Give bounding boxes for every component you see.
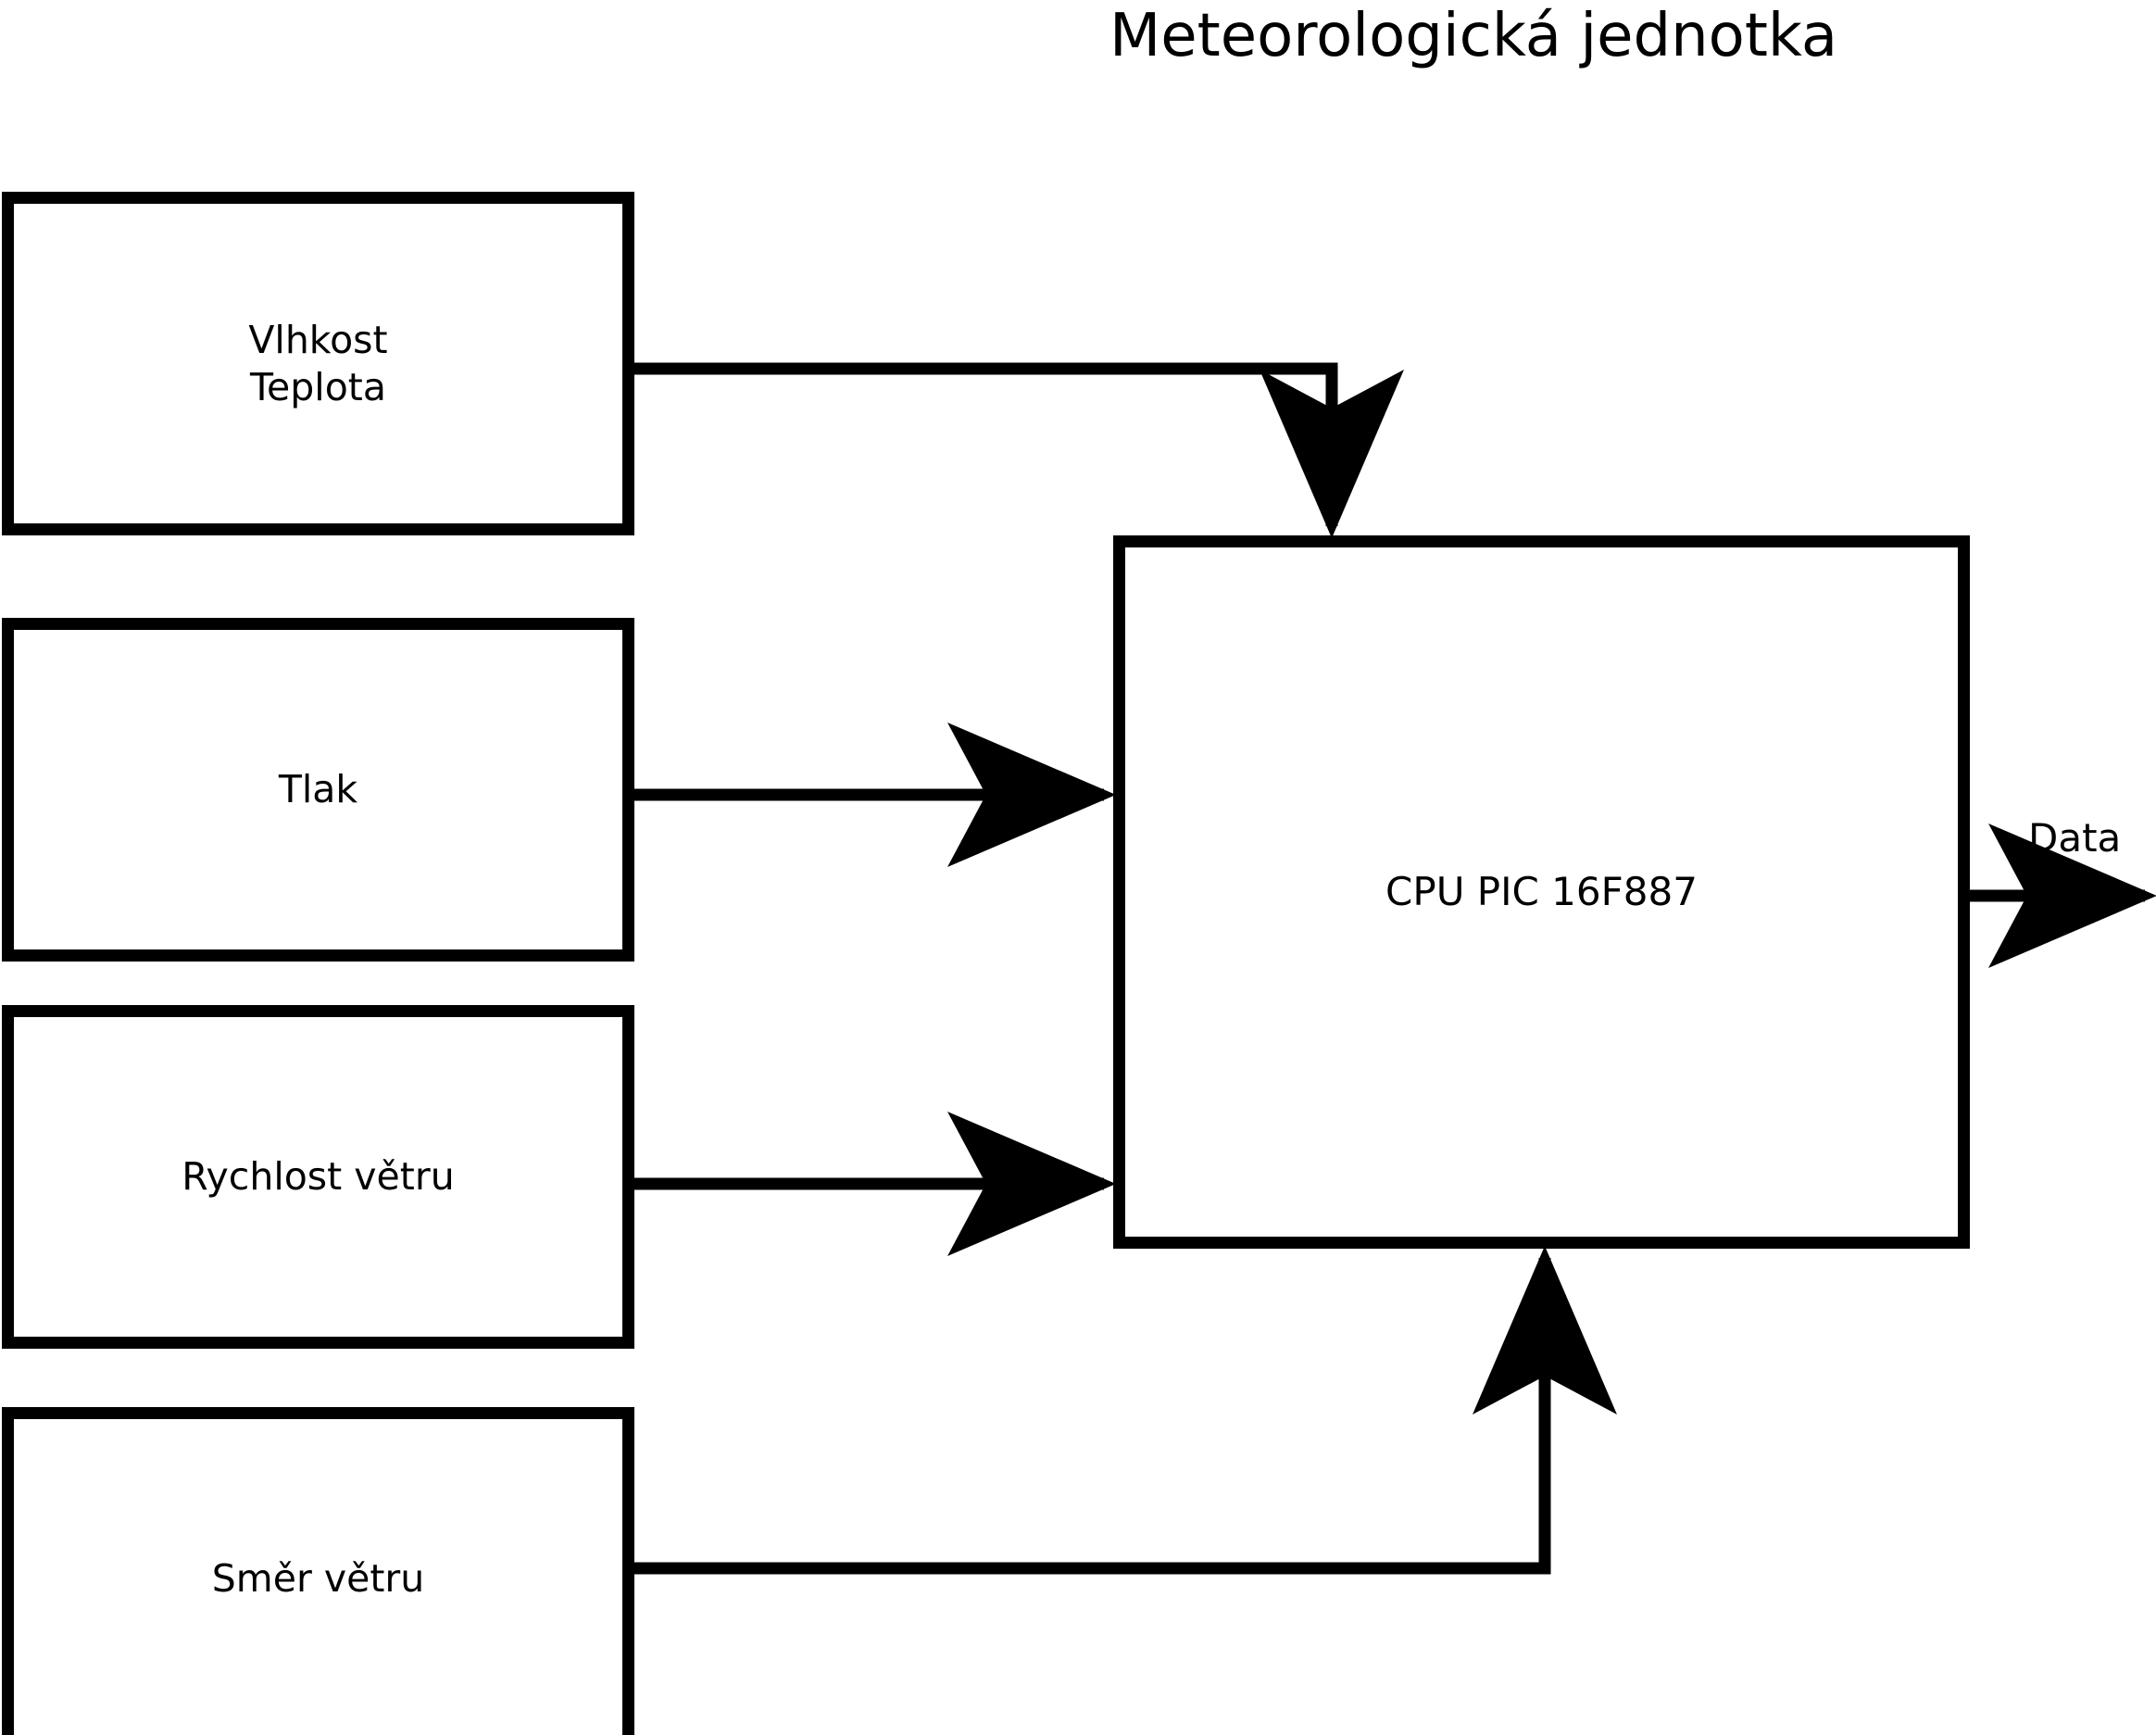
- block-wind-direction[interactable]: Směr větru: [2, 1407, 634, 1735]
- block-wind-speed[interactable]: Rychlost větru: [2, 1005, 634, 1349]
- block-label-wind-speed: Rychlost větru: [182, 1154, 455, 1200]
- edge-humidity-to-cpu: [629, 362, 1404, 538]
- block-cpu[interactable]: CPU PIC 16F887: [1113, 535, 1970, 1249]
- block-label-wind-direction: Směr větru: [211, 1556, 425, 1602]
- block-label-cpu: CPU PIC 16F887: [1385, 869, 1698, 915]
- block-label-humidity-temperature: Vlhkost Teplota: [248, 318, 388, 409]
- edge-label-data-output: Data: [2028, 815, 2122, 861]
- block-pressure[interactable]: Tlak: [2, 618, 634, 962]
- page-title: Meteorologická jednotka: [1109, 2, 1838, 70]
- block-humidity-temperature[interactable]: Vlhkost Teplota: [2, 192, 634, 535]
- edge-winddir-to-cpu: [629, 1246, 1617, 1575]
- block-label-pressure: Tlak: [278, 767, 358, 812]
